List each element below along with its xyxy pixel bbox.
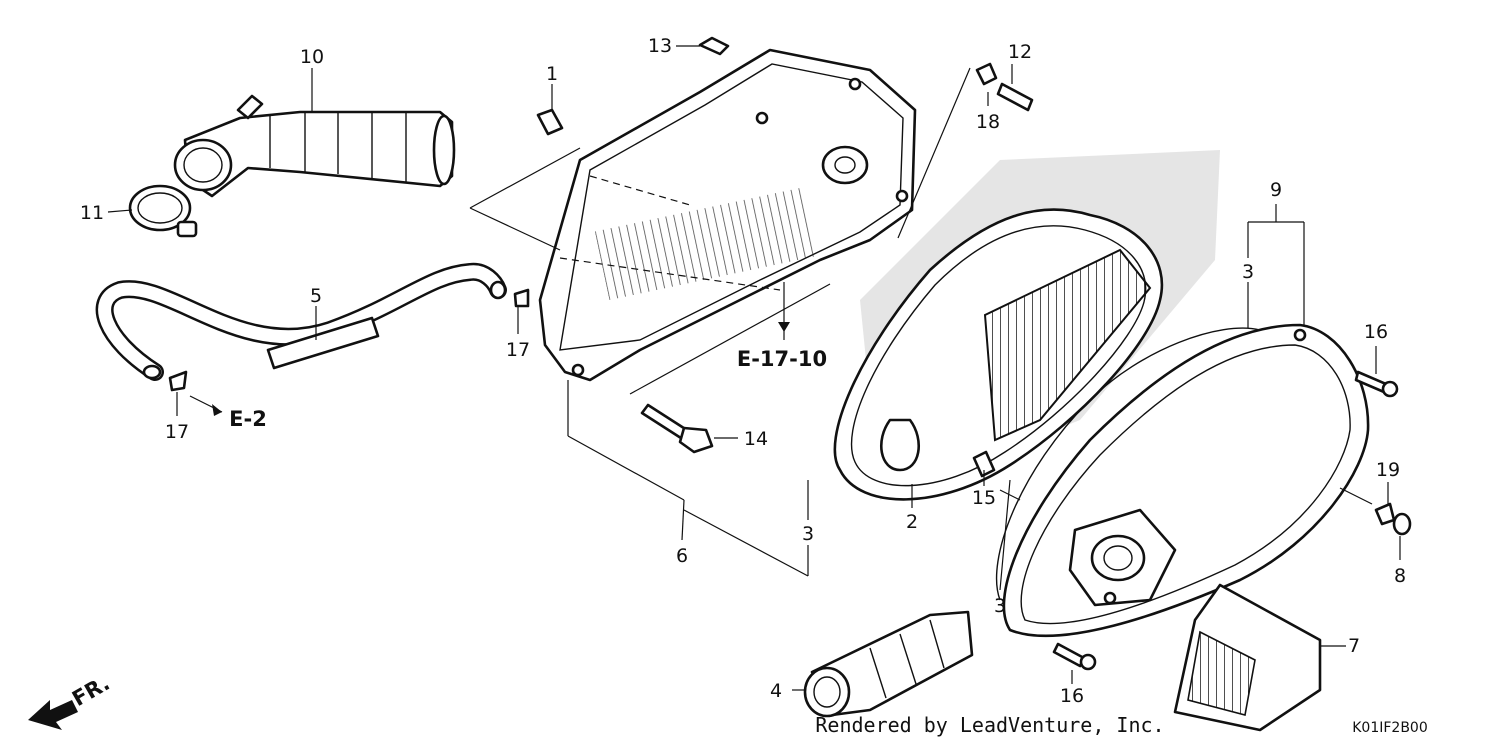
reference-e17: E-17-10 (737, 322, 827, 371)
front-arrow-icon: FR. (28, 671, 114, 730)
callout-19: 19 (1376, 459, 1400, 481)
hose-clip-part (168, 288, 530, 392)
callout-3: 3 (1242, 261, 1254, 283)
callout-3: 3 (802, 523, 814, 545)
callout-17: 17 (506, 339, 530, 361)
callout-2: 2 (906, 511, 918, 533)
seal-part (995, 327, 1261, 601)
callout-17: 17 (165, 421, 189, 443)
bolt-part (536, 108, 564, 136)
callout-1: 1 (546, 63, 558, 85)
air-filter-element-part (833, 150, 1220, 501)
ref-e-2: E-2 (229, 407, 267, 431)
ref-e-17-10: E-17-10 (737, 347, 827, 371)
callout-16: 16 (1060, 685, 1084, 707)
callout-8: 8 (1394, 565, 1406, 587)
callout-6: 6 (676, 545, 688, 567)
callout-11: 11 (80, 202, 104, 224)
hose-clamp-part (128, 184, 198, 238)
callout-3: 3 (994, 595, 1006, 617)
air-cleaner-cover-part (1002, 323, 1370, 638)
callout-12: 12 (1008, 41, 1032, 63)
leader-lines (107, 45, 1401, 691)
callout-9: 9 (1270, 179, 1282, 201)
callout-13: 13 (648, 35, 672, 57)
pin-part (975, 62, 1034, 112)
inlet-tube-part (803, 610, 974, 718)
air-cleaner-housing-part (538, 36, 917, 382)
callout-16: 16 (1364, 321, 1388, 343)
screw-part (972, 450, 996, 478)
drain-hose-part (95, 262, 507, 381)
cover-screw-part (1052, 370, 1399, 671)
callout-labels: 1 2 3 3 3 4 5 6 7 8 9 10 11 12 13 14 15 … (80, 35, 1406, 707)
render-credit: Rendered by LeadVenture, Inc. (815, 713, 1164, 737)
callout-5: 5 (310, 285, 322, 307)
callout-7: 7 (1348, 635, 1360, 657)
callout-10: 10 (300, 46, 324, 68)
grommet-part (1374, 502, 1412, 536)
diagram-code: K01IF2B00 (1352, 720, 1428, 736)
intake-tube-part (173, 94, 456, 198)
callout-18: 18 (976, 111, 1000, 133)
reference-e2: E-2 (212, 404, 267, 431)
air-duct-part (1173, 583, 1322, 732)
callout-4: 4 (770, 680, 782, 702)
callout-14: 14 (744, 428, 768, 450)
callout-15: 15 (972, 487, 996, 509)
long-bolt-part (640, 403, 714, 454)
front-label: FR. (68, 671, 114, 711)
